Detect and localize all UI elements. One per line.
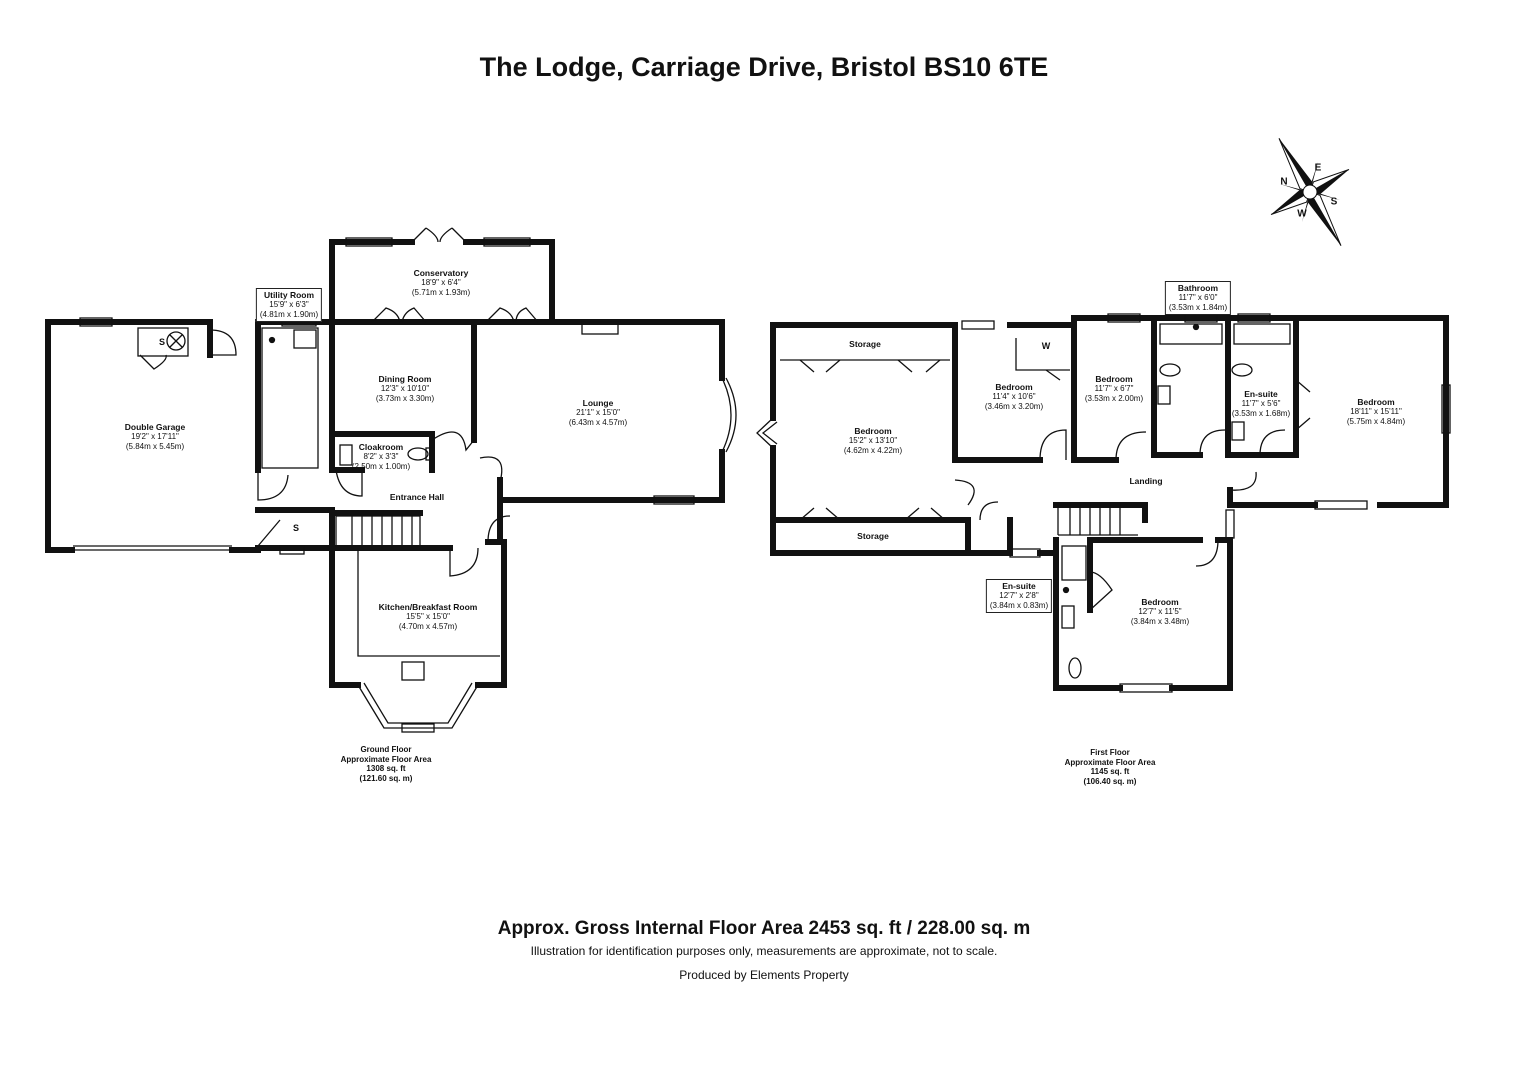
wardrobe-marker: W <box>1041 341 1051 351</box>
room-bedroom-2: Bedroom 11'4" x 10'6" (3.46m x 3.20m) <box>984 382 1044 412</box>
room-storage-top: Storage <box>849 339 881 349</box>
first-windows <box>756 313 1451 693</box>
compass-s-label: S <box>1330 196 1338 208</box>
room-cloakroom: Cloakroom 8'2" x 3'3" (2.50m x 1.00m) <box>351 442 411 472</box>
room-ensuite-1: En-suite 11'7" x 5'6" (3.53m x 1.68m) <box>1231 389 1291 419</box>
room-ensuite-2: En-suite 12'7" x 2'8" (3.84m x 0.83m) <box>985 579 1053 613</box>
room-bedroom-5: Bedroom 12'7" x 11'5" (3.84m x 3.48m) <box>1130 597 1190 627</box>
room-bedroom-3: Bedroom 11'7" x 6'7" (3.53m x 2.00m) <box>1084 374 1144 404</box>
room-entrance-hall: Entrance Hall <box>389 492 445 502</box>
compass-w-label: W <box>1297 208 1307 220</box>
first-floor-area: First Floor Approximate Floor Area 1145 … <box>1064 748 1156 786</box>
room-dining: Dining Room 12'3" x 10'10" (3.73m x 3.30… <box>375 374 435 404</box>
produced-by: Produced by Elements Property <box>679 968 849 982</box>
room-lounge: Lounge 21'1" x 15'0" (6.43m x 4.57m) <box>568 398 628 428</box>
disclaimer: Illustration for identification purposes… <box>530 944 998 958</box>
room-conservatory: Conservatory 18'9" x 6'4" (5.71m x 1.93m… <box>411 268 471 298</box>
plan-title: The Lodge, Carriage Drive, Bristol BS10 … <box>479 52 1049 82</box>
fixtures <box>137 321 1291 681</box>
room-bedroom-1: Bedroom 15'2" x 13'10" (4.62m x 4.22m) <box>843 426 903 456</box>
room-garage: Double Garage 19'2" x 17'11" (5.84m x 5.… <box>124 422 186 452</box>
gross-area: Approx. Gross Internal Floor Area 2453 s… <box>497 918 1031 939</box>
room-kitchen: Kitchen/Breakfast Room 15'5" x 15'0" (4.… <box>378 602 478 632</box>
footer: Approx. Gross Internal Floor Area 2453 s… <box>0 918 1528 982</box>
compass-n-label: N <box>1280 176 1288 188</box>
room-bedroom-4: Bedroom 18'11" x 15'11" (5.75m x 4.84m) <box>1346 397 1406 427</box>
first-floor-walls <box>770 315 1449 691</box>
ground-windows <box>73 237 737 733</box>
compass-e-label: E <box>1314 162 1322 174</box>
room-landing: Landing <box>1129 476 1163 486</box>
ground-floor-walls <box>45 239 725 688</box>
store-marker-hall: S <box>292 523 300 533</box>
door-swings <box>139 227 1311 611</box>
room-utility: Utility Room 15'9" x 6'3" (4.81m x 1.90m… <box>255 288 323 322</box>
store-marker-garage: S <box>158 337 166 347</box>
room-bathroom: Bathroom 11'7" x 6'0" (3.53m x 1.84m) <box>1164 281 1232 315</box>
ground-floor-area: Ground Floor Approximate Floor Area 1308… <box>340 745 432 783</box>
room-storage-bottom: Storage <box>857 531 889 541</box>
compass-rose <box>1270 138 1350 246</box>
